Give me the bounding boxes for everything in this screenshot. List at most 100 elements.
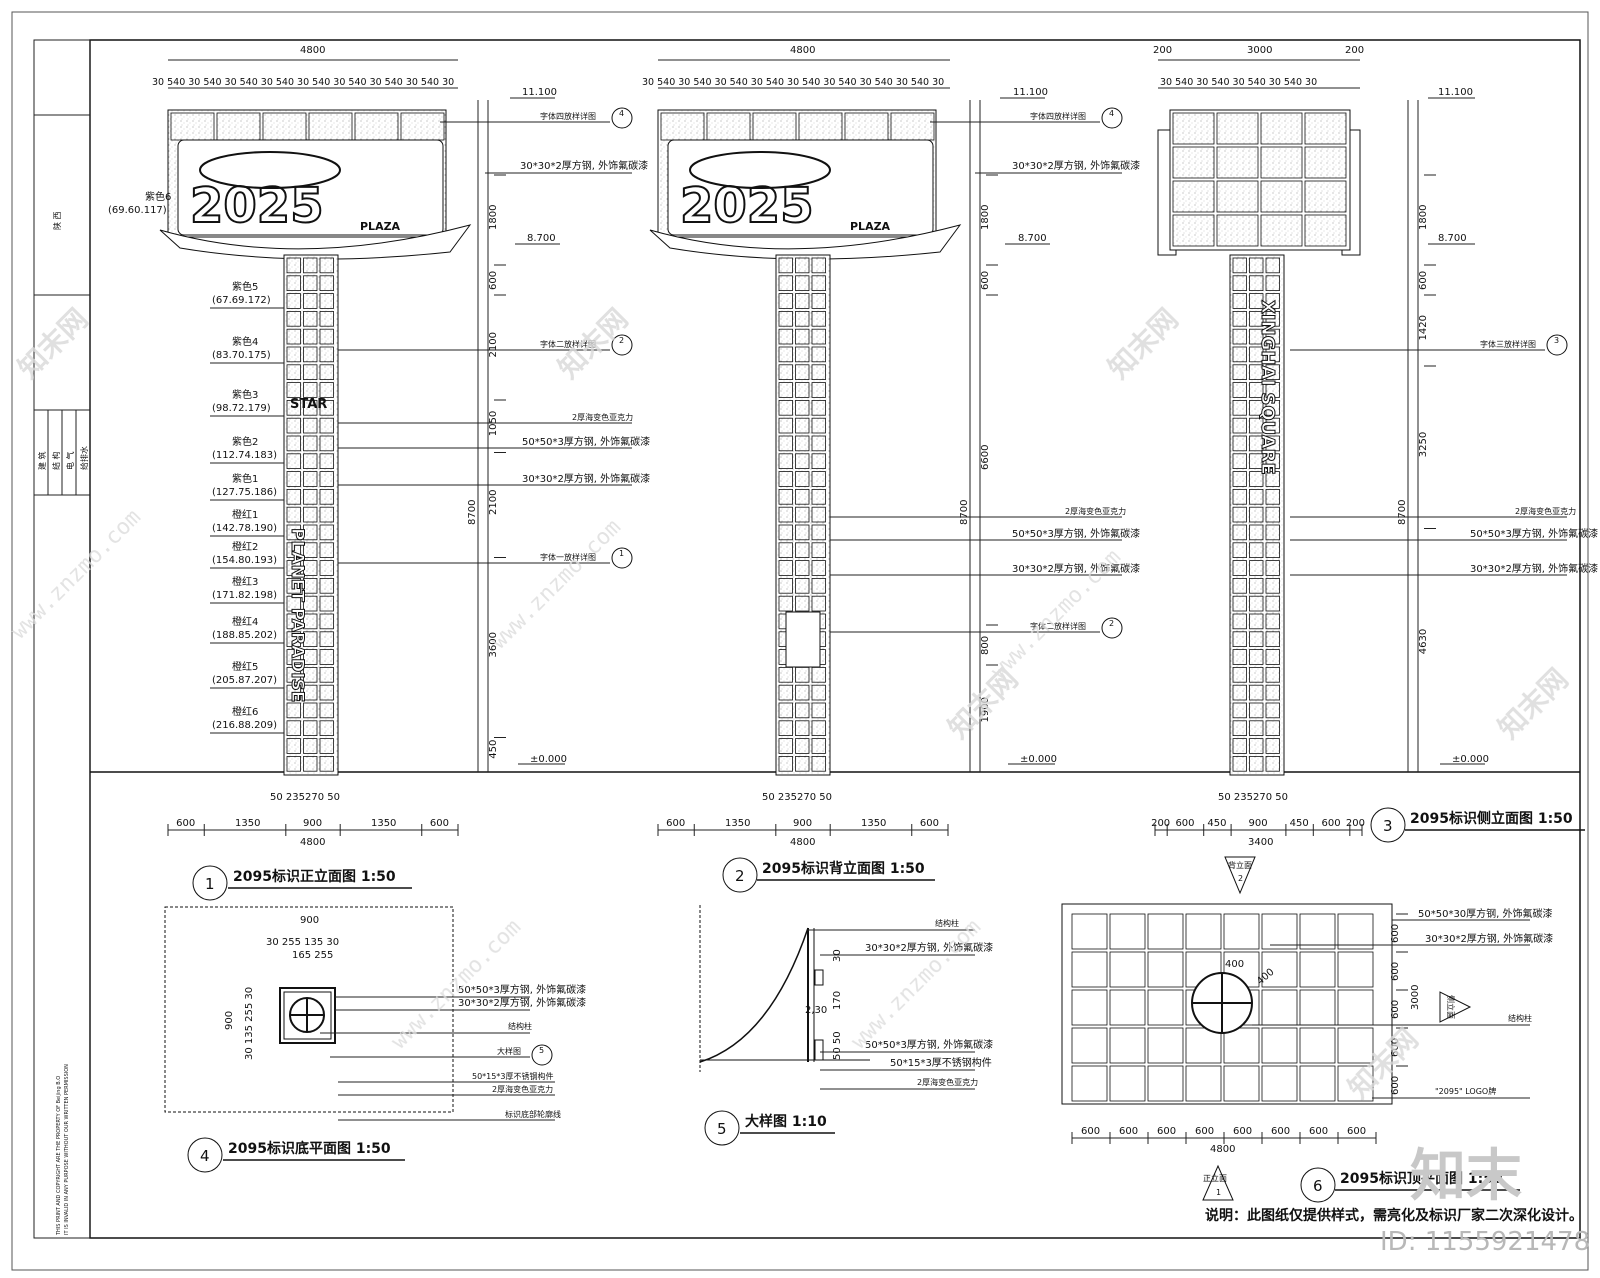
color-rgb: (154.80.193) xyxy=(212,555,277,566)
front-bottom-total: 4800 xyxy=(300,837,325,848)
front-column-cell xyxy=(303,542,318,558)
front-logo-swirl xyxy=(199,151,341,189)
front-column-cell xyxy=(303,364,318,380)
front-column-cell xyxy=(319,738,334,754)
front-head-cell xyxy=(308,112,353,141)
top-right-total: 3000 xyxy=(1410,985,1421,1010)
front-base-ornament xyxy=(159,224,472,260)
side-vdim-label: 4630 xyxy=(1418,629,1429,654)
side-hdim-label: 600 xyxy=(1322,818,1341,829)
back-head-cell xyxy=(798,112,843,141)
back-column-cell xyxy=(811,756,826,772)
side-column-cell xyxy=(1232,471,1247,487)
side-column-cell xyxy=(1249,667,1264,683)
front-column-cell xyxy=(319,257,334,274)
side-column-cell xyxy=(1232,453,1247,469)
side-column-cell xyxy=(1249,328,1264,345)
back-callout-acrylic: 2厚海变色亚克力 xyxy=(1065,506,1126,516)
back-column-cell xyxy=(795,364,810,380)
detail-callout-steel3030: 30*30*2厚方钢, 外饰氟碳漆 xyxy=(865,941,993,954)
back-column-cell xyxy=(795,684,810,701)
plan-callout-steel3030: 30*30*2厚方钢, 外饰氟碳漆 xyxy=(458,996,586,1009)
side-column-cell xyxy=(1265,702,1280,719)
detail-dim-b: 170 xyxy=(832,991,843,1010)
side-column-cell xyxy=(1249,702,1264,719)
front-column-cell xyxy=(319,488,334,505)
front-column-cell xyxy=(286,631,301,647)
side-w3000: 3000 xyxy=(1247,45,1272,56)
top-front-marker xyxy=(1202,1164,1234,1201)
side-column-cell xyxy=(1232,613,1247,630)
top-hdim-label: 600 xyxy=(1233,1126,1252,1137)
back-column-cell xyxy=(795,257,810,274)
top-plan-cell xyxy=(1071,1065,1108,1102)
top-bottom-total: 4800 xyxy=(1210,1144,1235,1155)
front-column-cell xyxy=(319,613,334,630)
side-head-cell xyxy=(1216,180,1259,213)
back-column-cell xyxy=(811,542,826,558)
front-level-mid: 8.700 xyxy=(527,233,556,244)
side-column-cell xyxy=(1265,649,1280,665)
front-column-cell xyxy=(303,506,318,523)
color-rgb: (205.87.207) xyxy=(212,675,277,686)
front-column-cell xyxy=(303,667,318,683)
top-plan-cell xyxy=(1147,913,1184,950)
side-column-cell xyxy=(1232,542,1247,558)
top-plan-cell xyxy=(1299,951,1336,988)
front-column-cell xyxy=(286,310,301,327)
side-column-cell xyxy=(1249,506,1264,523)
discipline-2: 结 构 xyxy=(51,451,61,470)
side-hdim-label: 450 xyxy=(1207,818,1226,829)
front-column-cell xyxy=(319,649,334,665)
back-column-cell xyxy=(778,382,793,398)
side-column-cell xyxy=(1232,649,1247,665)
back-column-cell xyxy=(795,560,810,576)
front-column-cell xyxy=(319,560,334,576)
side-column-cell xyxy=(1265,560,1280,576)
detail-view-title: 大样图 1:10 xyxy=(745,1113,827,1130)
top-view-number: 6 xyxy=(1313,1177,1323,1195)
color-name: 紫色4 xyxy=(232,335,258,348)
side-column-cell xyxy=(1249,649,1264,665)
side-bottom-sub: 50 235270 50 xyxy=(1218,792,1288,803)
back-column-cell xyxy=(795,720,810,736)
back-column-cell xyxy=(795,310,810,327)
top-hdim-label: 600 xyxy=(1157,1126,1176,1137)
top-callout-steel3030: 30*30*2厚方钢, 外饰氟碳漆 xyxy=(1425,932,1553,945)
discipline-4: 给排水 xyxy=(79,446,89,470)
color-name: 紫色2 xyxy=(232,435,258,448)
view-titles: 1 2095标识正立面图 1:50 2 2095标识背立面图 1:50 3 20… xyxy=(187,807,1585,1203)
top-plan-cell xyxy=(1109,1027,1146,1064)
front-column-cell xyxy=(319,578,334,594)
back-elevation: 4800 30 540 30 540 30 540 30 540 30 540 … xyxy=(642,45,1140,776)
back-column-cell xyxy=(795,667,810,683)
side-column-cell xyxy=(1249,631,1264,647)
back-hdim-label: 1350 xyxy=(725,818,750,829)
side-vdim-label: 1800 xyxy=(1418,205,1429,230)
top-plan-cell xyxy=(1299,913,1336,950)
top-plan-cell xyxy=(1223,913,1260,950)
side-column-cell xyxy=(1265,631,1280,647)
back-column-cell xyxy=(778,364,793,380)
back-column-cell xyxy=(778,702,793,719)
side-column-cell xyxy=(1232,382,1247,398)
back-column-cell xyxy=(778,738,793,754)
sheet-id: ID: 1155921478 xyxy=(1380,1227,1590,1257)
back-bottom-sub: 50 235270 50 xyxy=(762,792,832,803)
color-rgb: (171.82.198) xyxy=(212,590,277,601)
back-column-cell xyxy=(811,382,826,398)
back-column-cell xyxy=(795,756,810,772)
top-hdim-label: 600 xyxy=(1309,1126,1328,1137)
side-callout-steel3030: 30*30*2厚方钢, 外饰氟碳漆 xyxy=(1470,562,1598,575)
back-column-cell xyxy=(795,595,810,612)
back-column-cell xyxy=(778,435,793,452)
front-column-cell xyxy=(303,524,318,541)
side-callout-font3: 字体三放样详图 xyxy=(1480,339,1536,349)
side-hdim-label: 450 xyxy=(1290,818,1309,829)
plan-callout-pillar-num: 5 xyxy=(539,1046,544,1055)
back-column-cell xyxy=(778,293,793,309)
copyright-line-1: THIS PRINT AND COPYRIGHT ARE THE PROPERT… xyxy=(56,1076,62,1236)
base-plan: 900 30 255 135 30 165 255 900 30 135 255… xyxy=(164,906,586,1121)
side-column-cell xyxy=(1249,471,1264,487)
side-column-cell xyxy=(1232,720,1247,736)
